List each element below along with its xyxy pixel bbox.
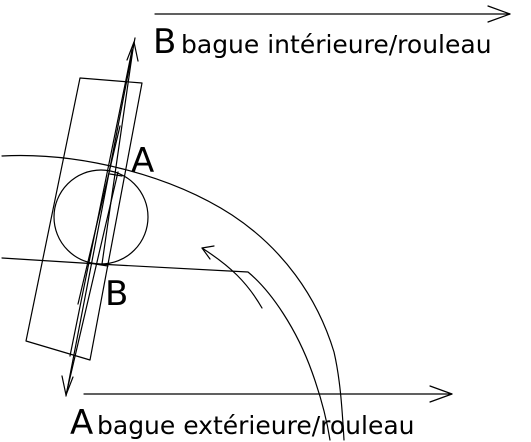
contact-line-main [65,37,136,397]
force-arrow-up [101,41,139,265]
top-label-suffix: bague intérieure/rouleau [181,30,492,59]
contact-line-secondary [69,49,133,357]
top-direction-arrow [154,5,511,23]
contact-point-b-marker [94,263,109,267]
contact-line-third [77,125,121,305]
inner-race-line [1,257,331,441]
roller-circle [53,169,149,265]
bottom-label-prefix: A [70,403,93,442]
point-b-label: B [105,274,128,314]
bottom-label-suffix: bague extérieure/rouleau [97,411,415,440]
rotation-arrow [201,245,263,309]
contact-quadrilateral [25,77,143,361]
outer-race-arc [1,154,345,441]
force-arrow-down [61,171,119,396]
bottom-direction-arrow [83,385,453,403]
point-a-label: A [131,141,154,181]
contact-point-a-marker [109,173,123,177]
top-label-prefix: B [153,22,176,62]
